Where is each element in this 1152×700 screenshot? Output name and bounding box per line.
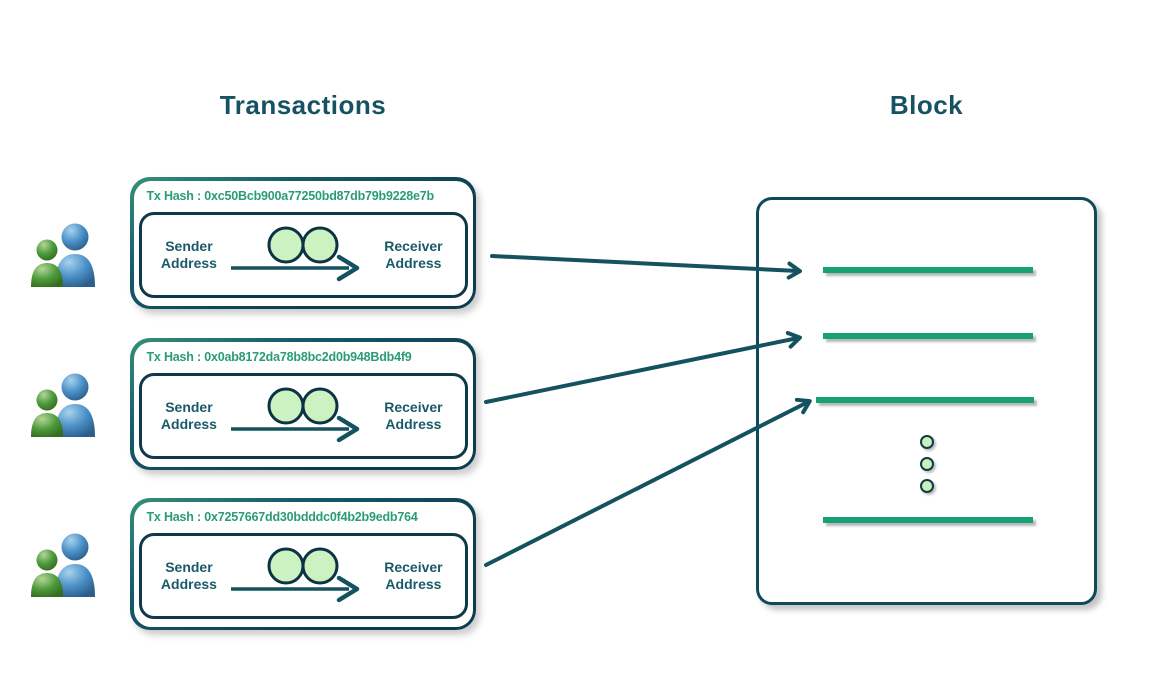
tx-hash-bar	[823, 517, 1033, 523]
block-container	[756, 197, 1097, 605]
block-title: Block	[889, 90, 964, 120]
users-icon	[31, 373, 95, 437]
ellipsis-dot	[920, 457, 934, 471]
users-icon	[31, 533, 95, 597]
tx-hash-label: Tx Hash : 0x0ab8172da78b8bc2d0b948Bdb4f9	[146, 349, 412, 364]
tx-hash-label: Tx Hash : 0x7257667dd30bdddc0f4b2b9edb76…	[146, 509, 418, 524]
coins-transfer-icon	[231, 387, 360, 442]
transaction-card: Tx Hash : 0x7257667dd30bdddc0f4b2b9edb76…	[130, 498, 476, 630]
coins-transfer-icon	[231, 226, 360, 281]
transaction-detail: Sender Address Receiver Address	[138, 532, 468, 619]
sender-address-label: Sender Address	[160, 398, 217, 432]
transaction-card-body: Tx Hash : 0x0ab8172da78b8bc2d0b948Bdb4f9…	[133, 341, 473, 467]
tx-hash-bar	[823, 333, 1033, 339]
users-icon	[31, 223, 95, 287]
sender-address-label: Sender Address	[160, 558, 217, 592]
ellipsis-dot	[920, 435, 934, 449]
transaction-card-body: Tx Hash : 0x7257667dd30bdddc0f4b2b9edb76…	[133, 501, 473, 627]
receiver-address-label: Receiver Address	[384, 398, 443, 432]
ellipsis-dot	[920, 479, 934, 493]
coins-transfer-icon	[231, 547, 360, 602]
transaction-card: Tx Hash : 0xc50Bcb900a77250bd87db79b9228…	[130, 177, 476, 309]
transaction-card-body: Tx Hash : 0xc50Bcb900a77250bd87db79b9228…	[133, 180, 473, 306]
receiver-address-label: Receiver Address	[384, 237, 443, 271]
transaction-detail: Sender Address Receiver Address	[138, 211, 468, 298]
sender-address-label: Sender Address	[160, 237, 217, 271]
tx-hash-bar	[823, 267, 1033, 273]
ellipsis-dots	[920, 435, 934, 493]
tx-hash-bar	[816, 397, 1034, 403]
tx-hash-label: Tx Hash : 0xc50Bcb900a77250bd87db79b9228…	[146, 188, 435, 203]
transaction-card: Tx Hash : 0x0ab8172da78b8bc2d0b948Bdb4f9…	[130, 338, 476, 470]
receiver-address-label: Receiver Address	[384, 558, 443, 592]
transactions-title: Transactions	[219, 90, 387, 120]
transaction-detail: Sender Address Receiver Address	[138, 372, 468, 459]
